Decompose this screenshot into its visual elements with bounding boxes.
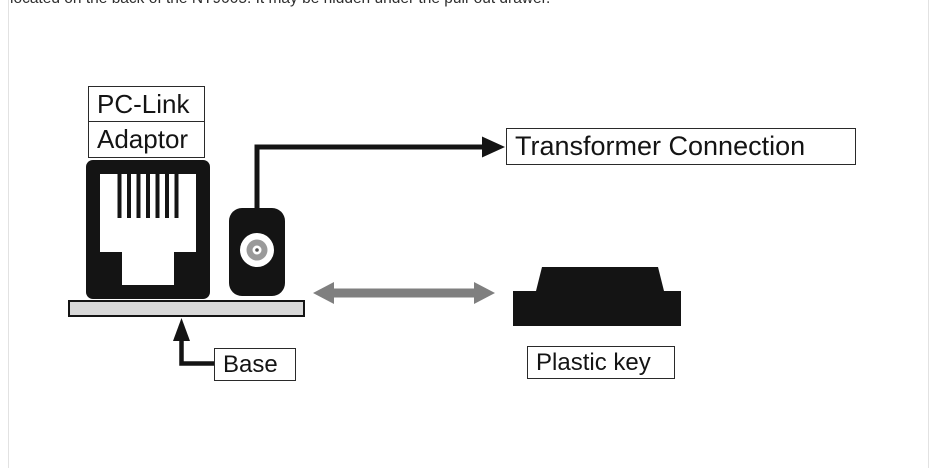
power-connector-icon bbox=[229, 208, 285, 301]
page-edge-left bbox=[8, 0, 9, 468]
jack-cavity bbox=[100, 174, 196, 285]
plastic-key-shape bbox=[513, 267, 681, 326]
base-label: Base bbox=[214, 348, 296, 381]
pc-link-label: PC-Link bbox=[88, 86, 205, 122]
adaptor-label-text: Adaptor bbox=[97, 123, 189, 154]
plastic-key-label: Plastic key bbox=[527, 346, 675, 379]
base-label-text: Base bbox=[223, 350, 278, 378]
swap-arrow bbox=[313, 282, 495, 304]
adaptor-label: Adaptor bbox=[88, 120, 205, 158]
base-plate bbox=[68, 300, 305, 317]
connector-pin-center bbox=[255, 248, 259, 252]
page-edge-right bbox=[928, 0, 929, 468]
plastic-key-label-text: Plastic key bbox=[536, 348, 651, 376]
transformer-connection-label-text: Transformer Connection bbox=[515, 131, 806, 161]
transformer-pointer-arrow bbox=[254, 136, 505, 208]
jack-pins bbox=[117, 174, 179, 218]
pc-link-label-text: PC-Link bbox=[97, 88, 190, 119]
rj11-jack-icon bbox=[86, 160, 210, 304]
transformer-connection-label: Transformer Connection bbox=[506, 128, 856, 165]
base-pointer-arrow bbox=[173, 318, 214, 366]
clipped-paragraph-text: located on the back of the NT9005. It ma… bbox=[10, 0, 550, 8]
